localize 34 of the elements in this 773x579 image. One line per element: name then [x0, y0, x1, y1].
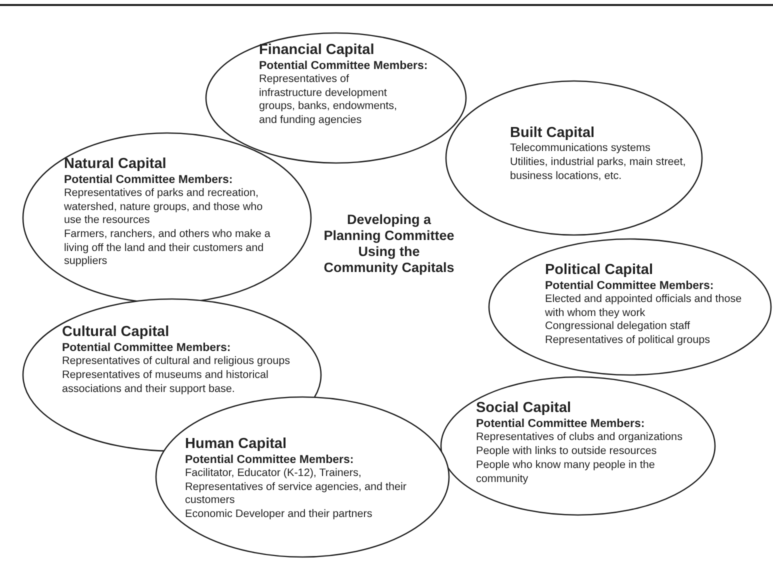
member-description: People who know many people in the community [476, 459, 656, 486]
capital-heading: Natural Capital [64, 156, 166, 172]
capital-ellipse [488, 238, 772, 376]
capital-heading: Built Capital [510, 125, 595, 141]
capital-heading: Social Capital [476, 400, 572, 416]
member-description: Telecommunications systems [510, 142, 652, 156]
member-description: Elected and appointed officials and those with whom they work [545, 293, 743, 320]
member-description: People with links to outside resources [476, 445, 658, 458]
capital-heading: Financial Capital [259, 42, 374, 58]
capital-ellipse [155, 396, 450, 558]
members-subheading: Potential Committee Members: [64, 173, 233, 187]
member-description: Utilities, industrial parks, main street, business locations, etc. [510, 156, 687, 183]
member-description: Congressional delegation staff [545, 320, 692, 334]
members-subheading: Potential Committee Members: [62, 341, 231, 355]
capital-ellipse [440, 376, 716, 516]
capital-ellipse [205, 32, 467, 164]
capital-heading: Human Capital [185, 436, 287, 452]
member-description: Farmers, ranchers, and others who make a living off the land and their customers and suppliers [64, 228, 272, 268]
member-description: Representatives of museums and historical associations and their support base. [62, 369, 270, 396]
member-description: Representatives of cultural and religious groups [62, 355, 292, 368]
members-subheading: Potential Committee Members: [185, 453, 354, 467]
members-subheading: Potential Committee Members: [545, 279, 714, 293]
capital-ellipse [22, 132, 312, 304]
members-subheading: Potential Committee Members: [476, 417, 645, 431]
member-description: Representatives of infrastructure development groups, banks, endowments, and funding agencies [259, 73, 398, 127]
capital-heading: Cultural Capital [62, 324, 170, 340]
member-description: Representatives of clubs and organizations [476, 431, 684, 444]
member-description: Facilitator, Educator (K-12), Trainers, Representatives of service agencies, and their customers [185, 467, 408, 508]
capital-heading: Political Capital [545, 262, 653, 278]
member-description: Representatives of parks and recreation, watershed, nature groups, and those who use the resources [64, 187, 264, 228]
member-description: Representatives of political groups [545, 334, 712, 348]
members-subheading: Potential Committee Members: [259, 59, 428, 73]
diagram-title: Developing a Planning Committee Using the Community Capitals [322, 212, 456, 276]
member-description: Economic Developer and their partners [185, 508, 374, 522]
